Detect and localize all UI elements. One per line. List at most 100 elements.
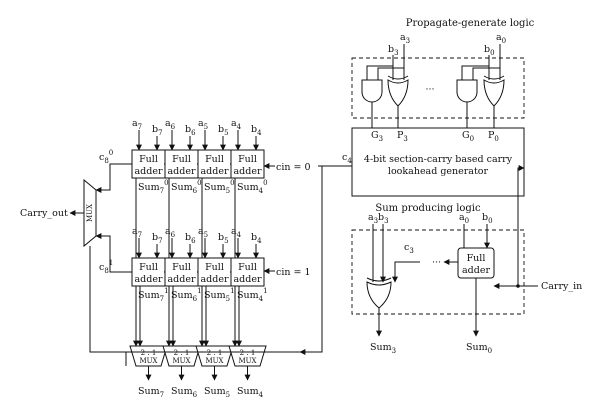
svg-text:2 : 1: 2 : 1 bbox=[141, 349, 157, 357]
and-gate-g3 bbox=[361, 79, 383, 103]
input-a7-bottom: a7 bbox=[132, 226, 142, 239]
sum-6-bottom-label: Sum61 bbox=[171, 287, 202, 303]
sum-6-top-label: Sum60 bbox=[171, 179, 202, 195]
output-mux-3 bbox=[228, 345, 267, 367]
pg-logic-boundary bbox=[351, 57, 525, 119]
input-a7-top: a7 bbox=[132, 118, 142, 131]
xor-gate-p3 bbox=[387, 79, 409, 107]
sum-7-top-label: Sum70 bbox=[138, 179, 169, 195]
svg-text:MUX: MUX bbox=[238, 357, 256, 365]
svg-text:Full: Full bbox=[238, 262, 257, 273]
sum3-input-wires bbox=[372, 224, 383, 282]
svg-text:adder: adder bbox=[135, 166, 163, 177]
svg-text:MUX: MUX bbox=[86, 204, 94, 222]
sum0-input-wires bbox=[463, 224, 487, 248]
sum-ellipsis: ··· bbox=[432, 257, 441, 268]
full-adder-bottom-1 bbox=[164, 257, 199, 287]
svg-text:Full: Full bbox=[172, 154, 191, 165]
sum-input-a3: a3 bbox=[368, 212, 378, 225]
svg-text:MUX: MUX bbox=[172, 357, 190, 365]
pg-input-b0: b0 bbox=[484, 44, 495, 57]
input-a5-bottom: a5 bbox=[198, 226, 208, 239]
pg-input-b3: b3 bbox=[388, 44, 399, 57]
svg-text:Full: Full bbox=[172, 262, 191, 273]
final-sum-5: Sum5 bbox=[204, 386, 230, 399]
full-adder-top-1 bbox=[164, 149, 199, 179]
svg-text:MUX: MUX bbox=[139, 357, 157, 365]
c3-wire bbox=[392, 261, 420, 283]
svg-text:2 : 1: 2 : 1 bbox=[174, 349, 190, 357]
full-adder-bottom-3 bbox=[230, 257, 265, 287]
carry-c3-label: c3 bbox=[404, 242, 414, 255]
output-mux-0 bbox=[129, 345, 168, 367]
carry-c8-top: c80 bbox=[99, 149, 113, 165]
svg-text:adder: adder bbox=[234, 166, 262, 177]
pg-output-wires bbox=[371, 102, 495, 128]
pg-output-g3: G3 bbox=[371, 130, 383, 143]
input-b4-top: b4 bbox=[251, 124, 262, 137]
svg-text:adder: adder bbox=[201, 274, 229, 285]
sum-4-bottom-label: Sum41 bbox=[237, 287, 268, 303]
c4-wire bbox=[299, 165, 352, 355]
svg-text:Full: Full bbox=[467, 253, 486, 264]
input-a4-bottom: a4 bbox=[231, 226, 242, 239]
svg-text:Full: Full bbox=[238, 154, 257, 165]
pg-output-p3: P3 bbox=[397, 130, 408, 143]
output-mux-1 bbox=[162, 345, 201, 367]
input-a6-bottom: a6 bbox=[165, 226, 176, 239]
pg-output-g0: G0 bbox=[462, 130, 474, 143]
final-sum-7: Sum7 bbox=[138, 386, 164, 399]
svg-text:adder: adder bbox=[168, 166, 196, 177]
pg-wires-3 bbox=[366, 44, 405, 80]
sum-4-top-label: Sum40 bbox=[237, 179, 268, 195]
svg-text:adder: adder bbox=[201, 166, 229, 177]
final-sum-6: Sum6 bbox=[171, 386, 198, 399]
pg-wires-0 bbox=[461, 44, 501, 80]
pg-output-p0: P0 bbox=[488, 130, 499, 143]
svg-text:adder: adder bbox=[168, 274, 196, 285]
input-b7-top: b7 bbox=[152, 124, 163, 137]
carry-lookahead-generator bbox=[351, 127, 525, 197]
full-adder-top-3 bbox=[230, 149, 265, 179]
input-b5-bottom: b5 bbox=[218, 232, 229, 245]
svg-text:2 : 1: 2 : 1 bbox=[207, 349, 223, 357]
input-b7-bottom: b7 bbox=[152, 232, 163, 245]
cin1-label: cin = 1 bbox=[276, 267, 311, 278]
svg-text:adder: adder bbox=[462, 265, 490, 276]
input-b6-bottom: b6 bbox=[185, 232, 196, 245]
xor-gate-p0 bbox=[483, 79, 505, 107]
input-a5-top: a5 bbox=[198, 118, 208, 131]
input-b4-bottom: b4 bbox=[251, 232, 262, 245]
sum-logic-title: Sum producing logic bbox=[375, 203, 481, 214]
sum-input-b3: b3 bbox=[378, 212, 389, 225]
carry-out-mux bbox=[83, 178, 97, 248]
and-gate-g0 bbox=[456, 79, 478, 103]
svg-text:MUX: MUX bbox=[205, 357, 223, 365]
svg-text:Full: Full bbox=[139, 262, 158, 273]
sum-input-a0: a0 bbox=[459, 212, 469, 225]
svg-text:Full: Full bbox=[139, 154, 158, 165]
sum-7-bottom-label: Sum71 bbox=[138, 287, 169, 303]
pg-ellipsis: ··· bbox=[425, 84, 434, 95]
carry-in-label: Carry_in bbox=[541, 281, 582, 292]
pg-input-a3: a3 bbox=[400, 32, 410, 45]
pg-logic-title: Propagate-generate logic bbox=[406, 18, 535, 29]
sum3-output: Sum3 bbox=[370, 342, 396, 355]
pg-input-a0: a0 bbox=[496, 32, 506, 45]
sum-5-top-label: Sum50 bbox=[204, 179, 235, 195]
input-a4-top: a4 bbox=[231, 118, 242, 131]
xor-gate-sum3 bbox=[366, 281, 392, 309]
input-b6-top: b6 bbox=[185, 124, 196, 137]
output-mux-2 bbox=[195, 345, 234, 367]
full-adder-bottom-0 bbox=[131, 257, 166, 287]
input-b5-top: b5 bbox=[218, 124, 229, 137]
sum-logic-boundary bbox=[351, 229, 525, 315]
sum-5-bottom-label: Sum51 bbox=[204, 287, 235, 303]
sum0-output: Sum0 bbox=[466, 342, 492, 355]
carry-c4-label: c4 bbox=[342, 152, 352, 165]
cla-label-line2: lookahead generator bbox=[388, 166, 489, 177]
carry-c8-bottom: c81 bbox=[99, 259, 113, 275]
input-a6-top: a6 bbox=[165, 118, 176, 131]
